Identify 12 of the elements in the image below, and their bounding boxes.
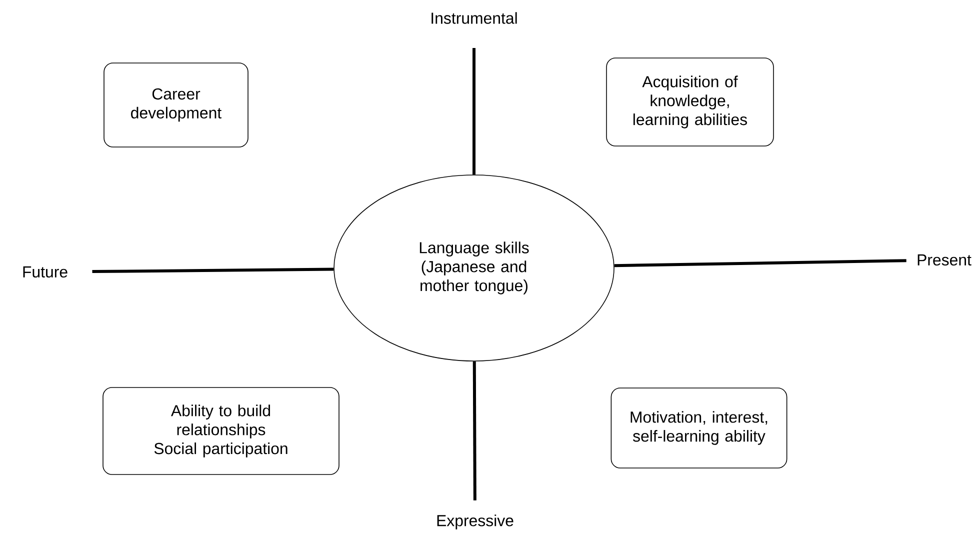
axis-label: Present: [918, 254, 972, 266]
axis-line: [472, 361, 476, 500]
rounded-box: Acquisition of knowledge, learning abilities: [606, 58, 774, 146]
axis-line: [92, 268, 334, 274]
axis-label: Instrumental: [432, 12, 517, 24]
axis-label: Future: [23, 266, 68, 278]
rounded-box: Ability to build relationships Social participation: [102, 387, 340, 475]
rounded-box: Motivation, interest, self-learning ability: [610, 388, 788, 468]
axis-line: [614, 259, 906, 268]
axis-label: Expressive: [437, 514, 514, 530]
axis-line: [472, 48, 476, 175]
rounded-box: Career development: [104, 62, 248, 148]
